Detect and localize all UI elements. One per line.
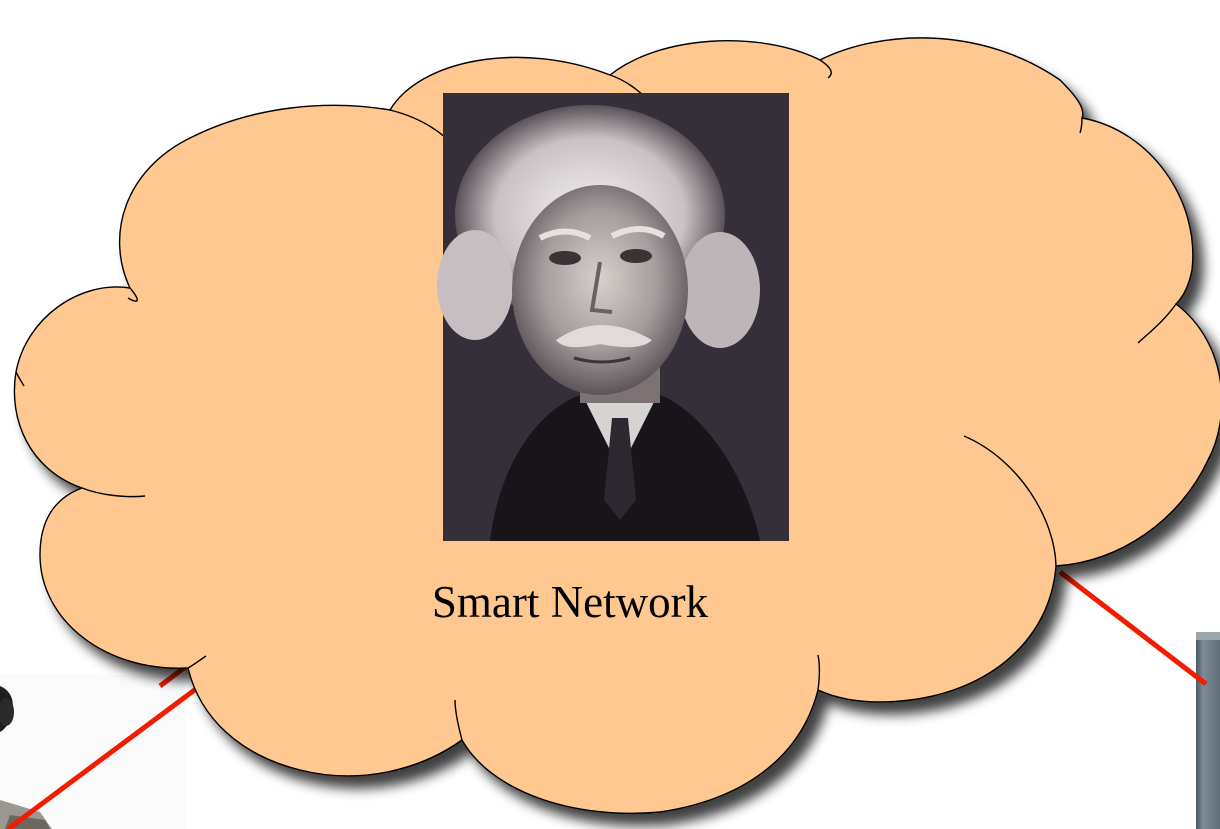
cloud-inner-arcs xyxy=(15,59,1177,741)
link-left-lower xyxy=(6,674,214,829)
right-device-photo xyxy=(1196,632,1220,829)
portrait-photo xyxy=(437,93,789,541)
cloud-label: Smart Network xyxy=(431,577,709,627)
left-device-photo xyxy=(0,675,185,829)
link-right xyxy=(1058,570,1208,686)
